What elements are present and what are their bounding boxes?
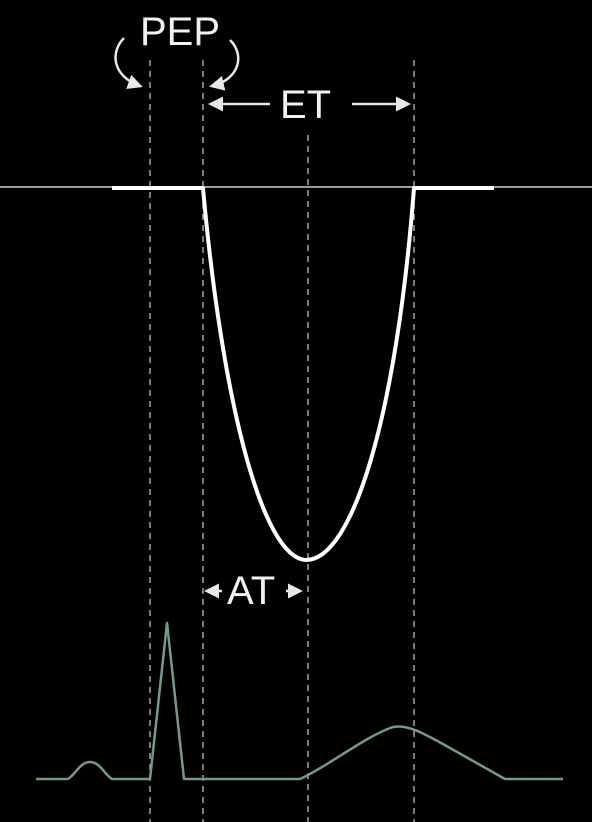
at-label: AT [227, 569, 275, 613]
at-annotation: AT [204, 569, 303, 613]
pep-left-curved-arrow-icon [114, 37, 143, 90]
pep-annotation: PEP [114, 10, 240, 91]
et-label: ET [280, 83, 331, 127]
doppler-flow-envelope [112, 186, 494, 562]
pep-label: PEP [140, 10, 220, 54]
pep-right-curved-arrow-icon [209, 39, 240, 91]
ecg-trace [36, 621, 563, 781]
et-annotation: ET [208, 83, 411, 127]
